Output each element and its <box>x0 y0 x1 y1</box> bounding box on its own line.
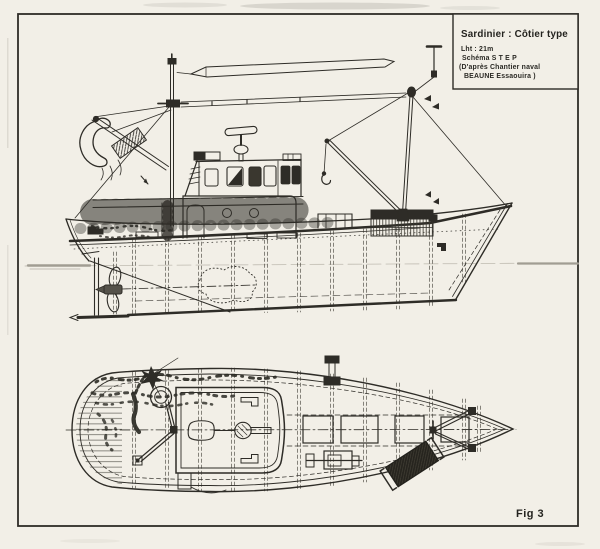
plan-view <box>65 355 517 494</box>
liferaft <box>187 420 215 441</box>
ladder <box>161 200 174 241</box>
rudder <box>93 257 100 316</box>
derrick-mast <box>396 86 416 222</box>
stern-planking <box>76 376 122 484</box>
bow-a-frame <box>429 407 476 452</box>
porthole <box>222 208 232 218</box>
porthole <box>249 208 259 218</box>
main-mast-plan <box>132 357 179 466</box>
wheelhouse <box>182 151 302 239</box>
profile-view <box>24 45 580 321</box>
propeller-shaft-line <box>121 284 256 290</box>
cabin-door <box>186 204 205 239</box>
drawing-title: Sardinier : Côtier type <box>461 29 568 40</box>
companionway <box>177 472 192 490</box>
bow-fittings <box>425 191 446 251</box>
wheelhouse-roof <box>175 386 286 494</box>
deck-railing <box>80 195 316 225</box>
figure-label: Fig 3 <box>516 508 544 520</box>
centerline <box>65 429 517 431</box>
credit-line-2: BEAUNE Essaouira ) <box>464 73 536 80</box>
border-frame <box>17 13 579 527</box>
credit-line-1: (D'après Chantier naval <box>459 64 540 71</box>
mast-rigging-star <box>140 366 164 390</box>
main-mast <box>157 53 189 227</box>
power-block <box>79 115 169 185</box>
radar-scanner <box>224 125 258 162</box>
engine-outline <box>197 266 257 304</box>
waterline <box>24 262 580 270</box>
propeller <box>95 266 123 313</box>
length-overall: Lht : 21m <box>461 46 493 53</box>
schema-label: Schéma S T E P <box>462 55 517 62</box>
antenna-post <box>412 45 443 110</box>
paper-smudges <box>7 2 585 546</box>
bridge-windows <box>204 165 301 187</box>
stowed-spar <box>176 58 396 78</box>
hatch-carling-lines <box>286 414 469 447</box>
hull-plan <box>71 367 515 493</box>
winch <box>305 450 363 470</box>
foremast-plan <box>323 355 341 386</box>
deck-hatches <box>135 213 353 239</box>
title-block: Sardinier : Côtier type Lht : 21m Schéma… <box>452 13 579 90</box>
cargo-boom <box>321 92 409 214</box>
title-box <box>452 13 579 90</box>
rigging-stays <box>74 92 508 219</box>
net-drum <box>379 436 445 492</box>
vent-louvers <box>188 166 201 185</box>
net-heap <box>90 373 278 452</box>
capstan <box>234 421 272 440</box>
